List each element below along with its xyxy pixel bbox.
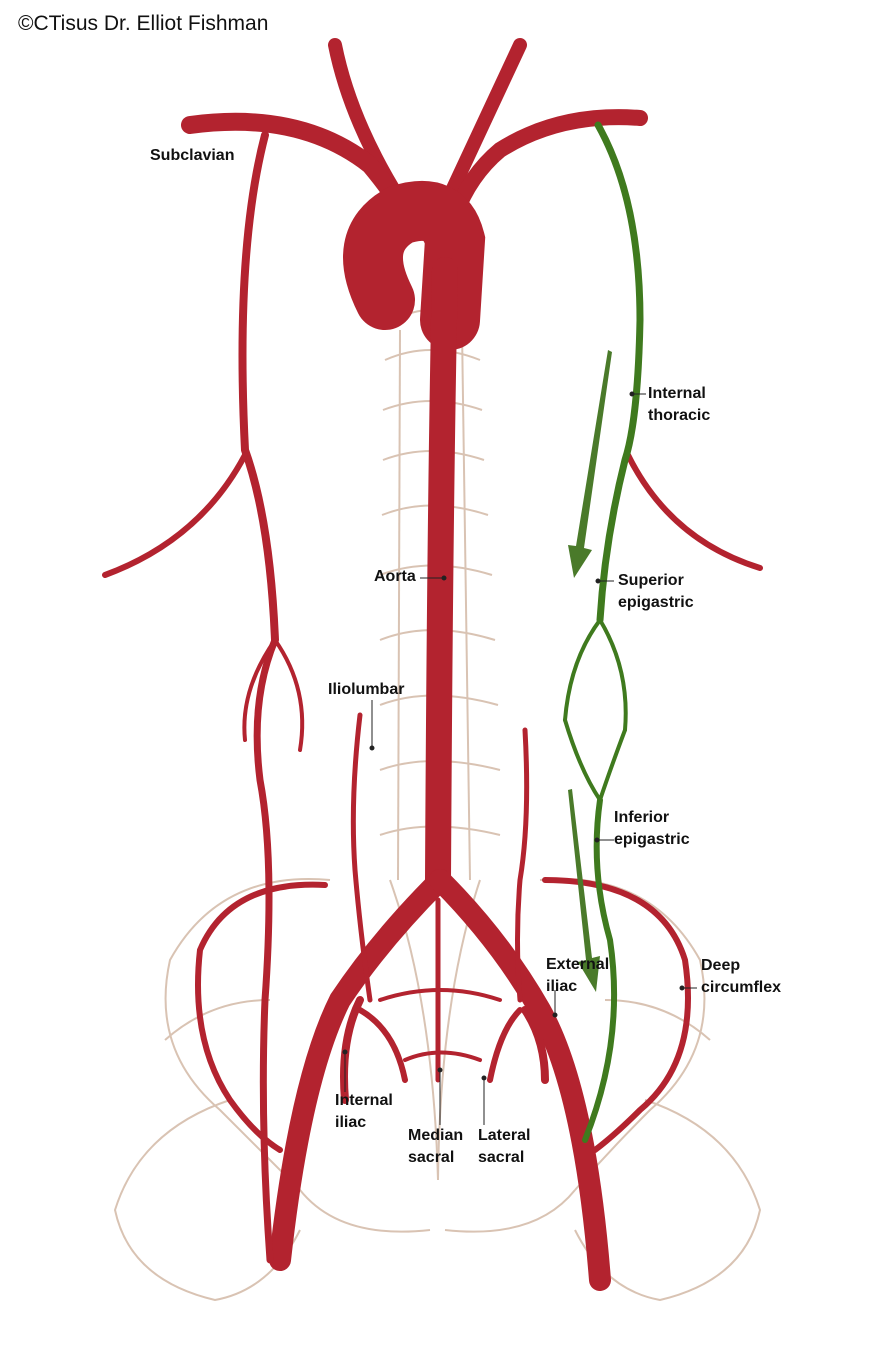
aortic-arch bbox=[343, 181, 486, 350]
pelvis-left bbox=[113, 878, 431, 1302]
label-superior-epigastric: Superior epigastric bbox=[618, 572, 694, 611]
copyright-text: ©CTisus Dr. Elliot Fishman bbox=[18, 12, 269, 35]
left-internal-thoracic bbox=[594, 121, 644, 624]
left-subclavian bbox=[447, 109, 648, 223]
aorta bbox=[425, 257, 458, 893]
right-carotid bbox=[443, 38, 527, 202]
label-iliolumbar: Iliolumbar bbox=[328, 681, 405, 698]
collateral-pathway bbox=[563, 121, 644, 1143]
label-deep-circumflex: Deep circumflex bbox=[701, 957, 782, 996]
inferior-epigastric-vessel bbox=[582, 797, 618, 1143]
arteries bbox=[102, 38, 763, 1291]
left-common-iliac bbox=[429, 869, 611, 1291]
left-deep-circumflex bbox=[542, 877, 691, 1153]
right-common-iliac bbox=[269, 869, 451, 1271]
label-internal-iliac: Internal iliac bbox=[335, 1092, 393, 1131]
label-inferior-epigastric: Inferior epigastric bbox=[614, 809, 690, 848]
upper-arrow bbox=[568, 350, 612, 578]
right-internal-thoracic bbox=[238, 131, 279, 644]
label-external-iliac: External iliac bbox=[546, 956, 610, 995]
label-aorta: Aorta bbox=[374, 568, 416, 585]
label-subclavian: Subclavian bbox=[150, 147, 235, 164]
right-deep-circumflex bbox=[195, 881, 328, 1153]
lower-arrow bbox=[568, 789, 600, 992]
leader-lines bbox=[342, 391, 697, 1125]
label-median-sacral: Median sacral bbox=[408, 1127, 464, 1166]
label-internal-thoracic: Internal thoracic bbox=[648, 385, 711, 424]
flow-arrows bbox=[568, 350, 612, 992]
label-lateral-sacral: Lateral sacral bbox=[478, 1127, 531, 1166]
